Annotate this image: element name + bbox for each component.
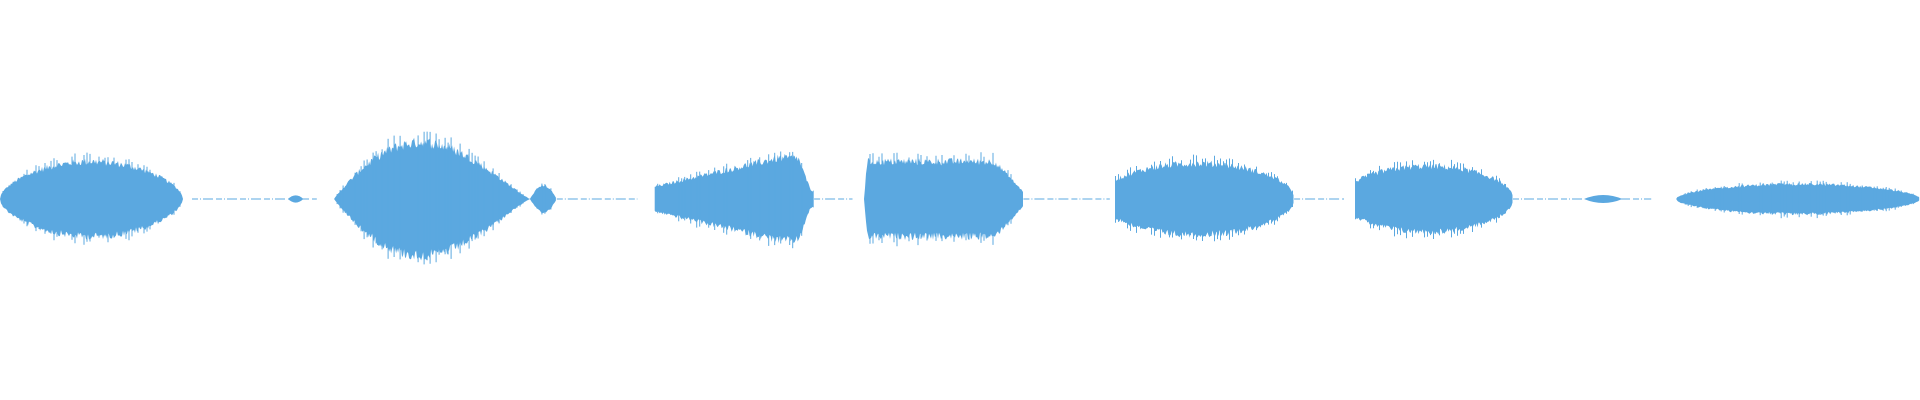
waveform-body-5 [864,158,1023,240]
waveform-segment-7 [1355,159,1513,239]
waveform-layer [0,131,1920,265]
waveform-blip-1 [288,195,304,203]
waveform-body-4 [654,154,814,244]
waveform-segment-3 [529,183,556,215]
waveform-segment-6 [1115,154,1294,242]
waveform-body-9 [1676,182,1920,216]
waveform-segment-5 [864,152,1023,247]
waveform-segment-2 [334,131,530,265]
waveform-body-3 [529,184,556,214]
waveform-body-2 [334,137,530,261]
waveform-blip-8 [1584,195,1623,203]
waveform-segment-0 [0,152,192,245]
waveform-segment-9 [1676,180,1920,219]
waveform-segment-4 [654,151,814,249]
